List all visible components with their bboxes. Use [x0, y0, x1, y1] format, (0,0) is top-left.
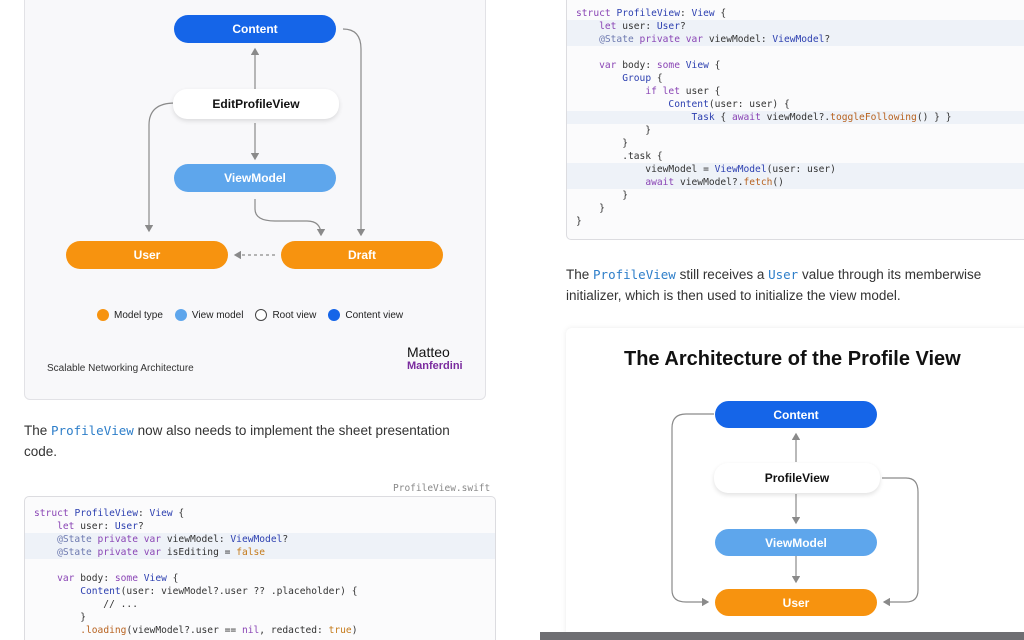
horizontal-scrollbar[interactable]: [540, 632, 1024, 640]
code-line: struct ProfileView: View {: [576, 8, 727, 19]
diagram-caption: Scalable Networking Architecture: [47, 363, 194, 374]
code-line: await viewModel?.fetch(): [567, 176, 1024, 189]
code-line: }: [576, 216, 582, 227]
inline-code-profile-view: ProfileView: [51, 423, 134, 438]
legend-content-view-dot: [328, 309, 341, 321]
legend-view-model-dot: [174, 309, 187, 321]
code-line: Content(user: user) {: [668, 99, 790, 110]
brand-first-name: Matteo: [407, 344, 450, 360]
user-node: User: [66, 241, 228, 269]
legend-root-view-label: Root view: [272, 309, 317, 321]
user-node: User: [715, 589, 877, 616]
diagram-arrows: [144, 28, 366, 260]
code-line: viewModel = ViewModel(user: user): [567, 163, 1024, 176]
code-line: [567, 46, 1024, 59]
para-text: The: [566, 267, 594, 282]
code-line: let user: User?: [57, 521, 144, 532]
para-text: still receives a: [675, 267, 769, 282]
para-text: value through its memberwise initializer…: [566, 267, 982, 303]
legend-view-model-label: View model: [191, 309, 244, 321]
code-line: [25, 559, 495, 572]
profile-view-node: ProfileView: [714, 463, 880, 493]
legend-model-dot: [97, 309, 109, 321]
content-node: Content: [715, 401, 877, 428]
legend: Model type View model Root view Content …: [97, 309, 403, 321]
code-line: @State private var viewModel: ViewModel?: [25, 533, 495, 546]
legend-content-view-label: Content view: [345, 309, 404, 321]
content-node: Content: [174, 15, 336, 43]
profile-view-architecture-diagram: The Architecture of the Profile View Con…: [566, 328, 1024, 638]
code-line: if let user {: [645, 86, 721, 97]
code-line: @State private var viewModel: ViewModel?: [567, 33, 1024, 46]
code-line: }: [576, 138, 628, 149]
code-block-profile-view-sheet[interactable]: struct ProfileView: View { let user: Use…: [24, 496, 496, 640]
code-filename: ProfileView.swift: [393, 483, 491, 494]
code-line: struct ProfileView: View {: [34, 508, 185, 519]
sheet-presentation-paragraph: The ProfileView now also needs to implem…: [24, 420, 464, 462]
inline-code-user: User: [768, 267, 799, 282]
memberwise-initializer-paragraph: The ProfileView still receives a User va…: [566, 264, 1006, 306]
code-line: @State private var isEditing = false: [25, 546, 495, 559]
left-column: Content EditProfileView ViewModel User D…: [24, 0, 496, 640]
code-line: .task {: [576, 151, 663, 162]
right-column: struct ProfileView: View { let user: Use…: [540, 0, 1024, 640]
legend-model-label: Model type: [114, 309, 163, 321]
brand-last-name: Manferdini: [407, 360, 463, 372]
code-line: let user: User?: [567, 20, 1024, 33]
code-line: }: [576, 125, 652, 136]
code-line: Content(user: viewModel?.user ?? .placeh…: [80, 586, 358, 597]
view-model-node: ViewModel: [715, 529, 877, 556]
code-line: }: [576, 203, 605, 214]
code-line: }: [34, 612, 86, 623]
para-text: The: [24, 423, 52, 438]
code-block-profile-view-init[interactable]: struct ProfileView: View { let user: Use…: [566, 0, 1024, 240]
code-line: var body: some View {: [57, 573, 179, 584]
code-line: // ...: [34, 599, 138, 610]
code-line: }: [576, 190, 628, 201]
edit-profile-view-node: EditProfileView: [173, 89, 339, 119]
view-model-node: ViewModel: [174, 164, 336, 192]
code-line: Task { await viewModel?.toggleFollowing(…: [567, 111, 1024, 124]
draft-node: Draft: [281, 241, 443, 269]
code-line: var body: some View {: [599, 60, 721, 71]
inline-code-profile-view: ProfileView: [593, 267, 676, 282]
code-line: Group {: [622, 73, 663, 84]
diagram-title: The Architecture of the Profile View: [624, 348, 961, 370]
architecture-diagram-card: Content EditProfileView ViewModel User D…: [24, 0, 486, 400]
para-text: now also needs to implement the sheet pr…: [24, 423, 450, 459]
code-line: .loading(viewModel?.user == nil, redacte…: [80, 625, 358, 636]
diagram-arrows: [671, 413, 919, 607]
brand-logo: Matteo Manferdini: [407, 345, 463, 373]
legend-root-view-dot: [255, 309, 268, 321]
